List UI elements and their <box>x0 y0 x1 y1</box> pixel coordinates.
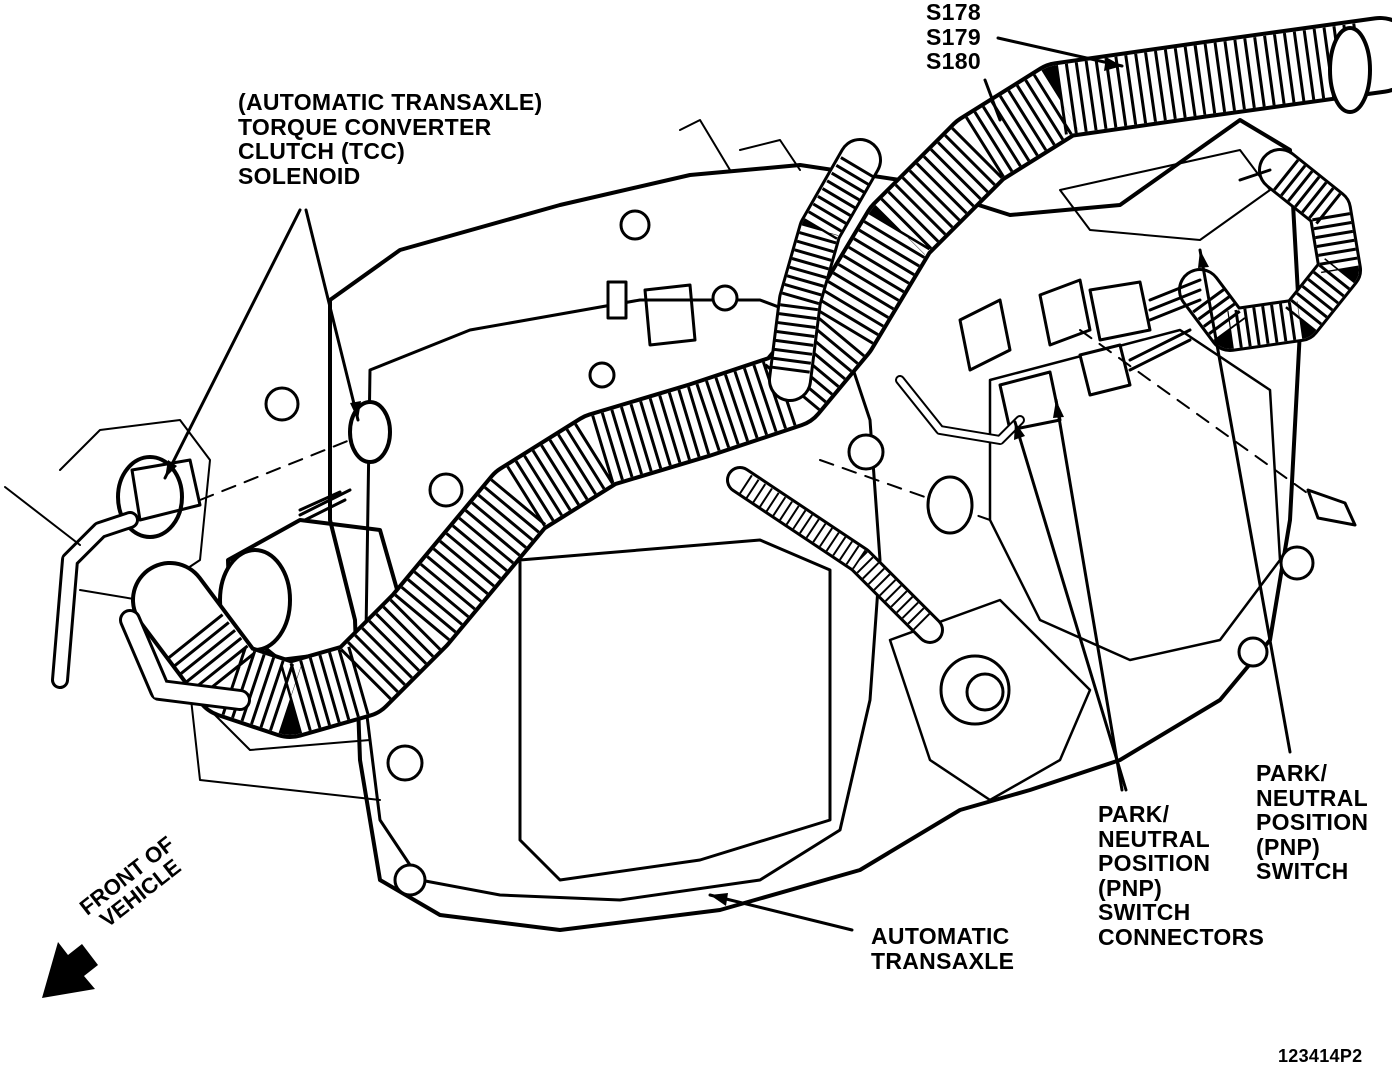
bolts <box>264 209 1315 897</box>
pnp-switch-label-line-3: POSITION <box>1256 809 1369 835</box>
pnp-conn-label-line-1: PARK/ <box>1098 801 1170 827</box>
automatic-transaxle-label: AUTOMATIC TRANSAXLE <box>871 924 1014 973</box>
tcc-label-line-4: SOLENOID <box>238 162 361 189</box>
splice-labels: S178 S179 S180 <box>926 0 981 74</box>
pnp-conn-label-line-5: SWITCH <box>1098 899 1191 925</box>
pnp-switch-label-line-5: SWITCH <box>1256 858 1349 884</box>
leader-lines <box>4 36 1292 932</box>
splice-label-s180: S180 <box>926 48 981 74</box>
wiring-harness <box>51 16 1392 739</box>
tcc-label-line-2: TORQUE CONVERTER <box>238 113 492 140</box>
pnp-switch-label-line-2: NEUTRAL <box>1256 784 1368 811</box>
tcc-label-line-1: (AUTOMATIC TRANSAXLE) <box>238 89 543 115</box>
front-of-vehicle-arrow <box>42 942 98 998</box>
pnp-switch-label-line-1: PARK/ <box>1256 760 1328 786</box>
figure-code: 123414P2 <box>1278 1046 1363 1066</box>
pnp-conn-label-line-6: CONNECTORS <box>1098 923 1265 950</box>
pnp-conn-label-line-2: NEUTRAL <box>1098 825 1210 852</box>
tcc-label-line-3: CLUTCH (TCC) <box>238 138 406 164</box>
tcc-solenoid-label: (AUTOMATIC TRANSAXLE) TORQUE CONVERTER C… <box>238 90 542 188</box>
pnp-conn-label-line-3: POSITION <box>1098 850 1211 876</box>
splice-label-s178: S178 <box>926 0 981 25</box>
transaxle-label-line-1: AUTOMATIC <box>871 923 1010 949</box>
pnp-switch-label-line-4: (PNP) <box>1256 833 1321 860</box>
splice-label-s179: S179 <box>926 23 981 50</box>
pnp-switch-label: PARK/ NEUTRAL POSITION (PNP) SWITCH <box>1256 761 1368 884</box>
transaxle-case <box>59 118 1302 932</box>
pnp-conn-label-line-4: (PNP) <box>1098 874 1163 901</box>
transaxle-label-line-2: TRANSAXLE <box>871 947 1015 974</box>
pnp-switch-connectors-label: PARK/ NEUTRAL POSITION (PNP) SWITCH CONN… <box>1098 802 1264 949</box>
